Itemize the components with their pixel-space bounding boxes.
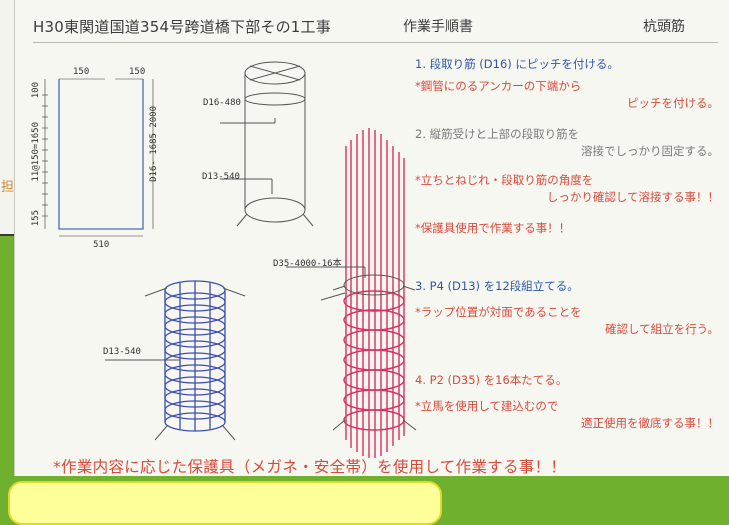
note-2: *鋼管にのるアンカーの下端から ピッチを付ける。 (415, 78, 719, 112)
dim-right: D16- 1685 2000 (149, 106, 159, 182)
document-type: 作業手順書 (403, 19, 473, 35)
spiral-rebar-cage (164, 280, 226, 432)
project-title: H30東関道国道354号跨道橋下部その1工事 (33, 18, 331, 36)
label-d35: D35-4000-16本 (273, 259, 342, 269)
note-1-line1: 1. 段取り筋 (D16) にピッチを付ける。 (415, 57, 619, 71)
dim-left-bottom: 155 (31, 210, 41, 227)
note-4: *立ちとねじれ・段取り筋の角度を しっかり確認して溶接する事！！ (415, 172, 719, 206)
callout-box (8, 481, 442, 525)
dim-left-top: 100 (31, 82, 41, 99)
header-rule (33, 42, 718, 43)
label-d16-480: D16-480 (203, 98, 241, 108)
note-4-line2: しっかり確認して溶接する事！！ (546, 190, 719, 204)
stirrup-ticks (42, 79, 154, 237)
note-9-line2: 適正使用を徹底する事！！ (581, 416, 719, 430)
note-9: *立馬を使用して建込むので 適正使用を徹底する事！！ (415, 398, 719, 432)
spiral-cage-stand (105, 287, 246, 441)
note-6: 3. P4 (D13) を12段組立てる。 (415, 278, 719, 295)
side-mark: 担 (1, 180, 15, 195)
note-2-line2: ピッチを付ける。 (627, 96, 719, 110)
note-6-line1: 3. P4 (D13) を12段組立てる。 (415, 279, 579, 293)
note-3-line2: 溶接でしっかり固定する。 (581, 144, 719, 158)
label-d13-540-spiral: D13-540 (103, 347, 141, 357)
bottom-safety-warning: *作業内容に応じた保護具（メガネ・安全帯）を使用して作業する事！！ (53, 458, 567, 476)
dim-top-left: 150 (73, 67, 90, 77)
note-1: 1. 段取り筋 (D16) にピッチを付ける。 (415, 56, 719, 73)
note-9-line1: *立馬を使用して建込むので (415, 399, 559, 413)
topic-title: 杭頭筋 (643, 19, 685, 35)
dim-bottom: 510 (93, 240, 110, 250)
note-7: *ラップ位置が対面であることを 確認して組立を行う。 (415, 304, 719, 338)
main-rebar-cage (343, 128, 405, 458)
note-8: 4. P2 (D35) を16本たてる。 (415, 372, 719, 389)
label-d13-540-top: D13-540 (202, 172, 240, 182)
note-4-line1: *立ちとねじれ・段取り筋の角度を (415, 173, 594, 187)
background-left-panel (0, 0, 14, 235)
note-7-line2: 確認して組立を行う。 (605, 322, 719, 336)
rebar-drawings (42, 61, 417, 458)
note-7-line1: *ラップ位置が対面であることを (415, 305, 582, 319)
dim-top-right: 150 (129, 67, 146, 77)
u-stirrup-drawing (58, 78, 144, 230)
note-5-line1: *保護具使用で作業する事！！ (415, 221, 571, 235)
note-2-line1: *鋼管にのるアンカーの下端から (415, 79, 582, 93)
note-3-line1: 2. 縦筋受けと上部の段取り筋を (415, 127, 580, 141)
left-divider (0, 234, 14, 236)
procedure-sheet: H30東関道国道354号跨道橋下部その1工事 作業手順書 杭頭筋 (14, 0, 729, 476)
main-cage-stand (286, 266, 417, 431)
note-5: *保護具使用で作業する事！！ (415, 220, 719, 237)
note-8-line1: 4. P2 (D35) を16本たてる。 (415, 373, 568, 387)
dim-left-main: 11@150=1650 (31, 122, 41, 182)
cage-frame-drawing (220, 61, 314, 227)
note-3: 2. 縦筋受けと上部の段取り筋を 溶接でしっかり固定する。 (415, 126, 719, 160)
